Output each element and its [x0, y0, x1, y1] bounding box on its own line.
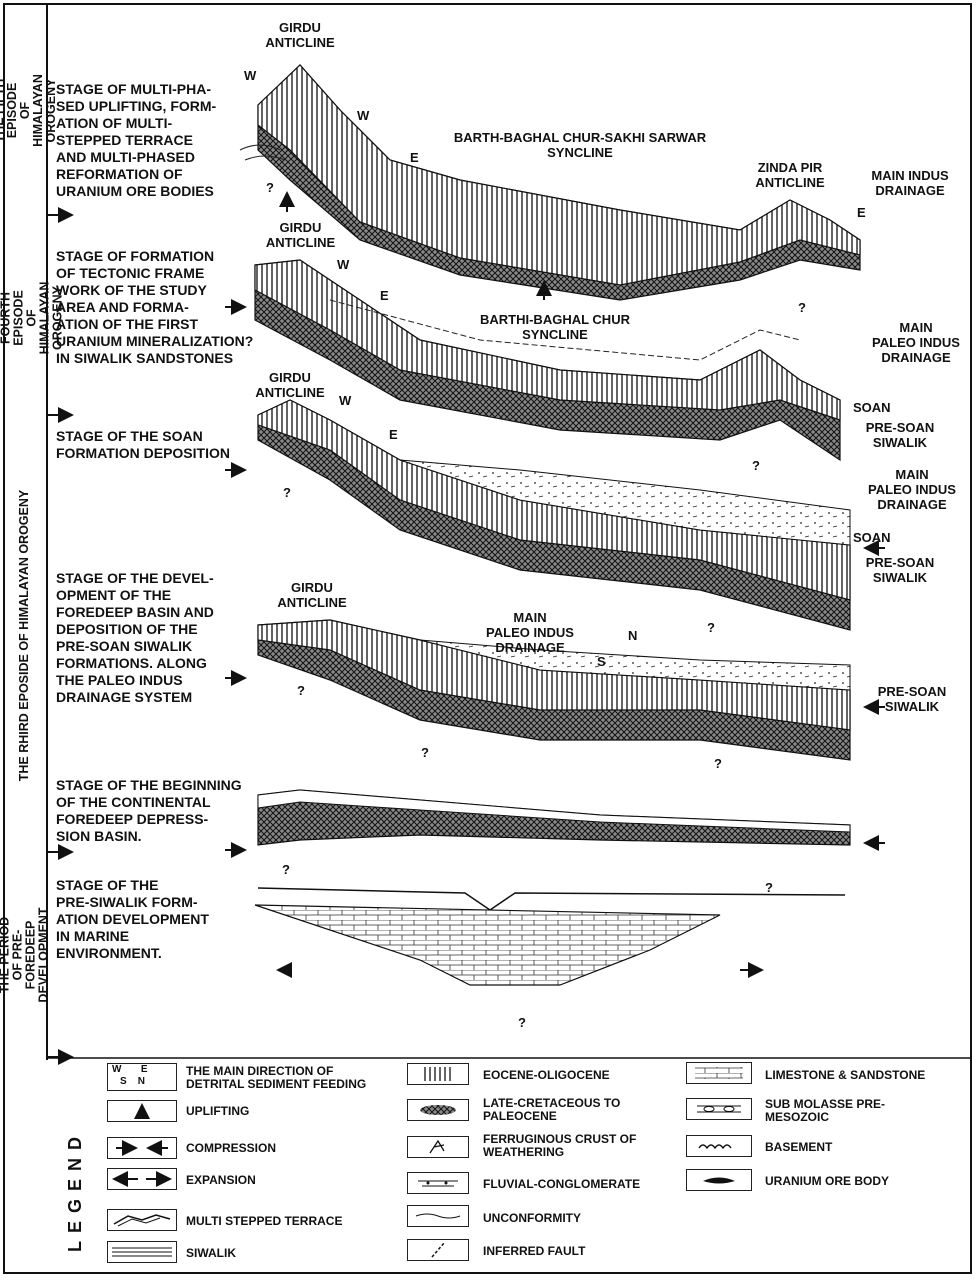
label-main-paleo-indus-3: MAIN PALEO INDUS DRAINAGE: [470, 610, 590, 655]
legend-label: COMPRESSION: [186, 1142, 276, 1155]
compression-arrows-icon: [108, 1138, 176, 1158]
label-e: E: [389, 427, 398, 442]
label-w: W: [357, 108, 369, 123]
legend-symbol-eocene: [407, 1063, 469, 1085]
legend-symbol-siwalik: [107, 1241, 177, 1263]
legend-label: LIMESTONE & SANDSTONE: [765, 1069, 925, 1082]
label-girdu-anticline-2: GIRDU ANTICLINE: [253, 220, 348, 250]
label-w: W: [337, 257, 349, 272]
label-main-indus: MAIN INDUS DRAINAGE: [855, 168, 965, 198]
legend-label: UPLIFTING: [186, 1105, 249, 1118]
legend-label: LATE-CRETACEOUS TO PALEOCENE: [483, 1097, 620, 1123]
inferred-fault-icon: [408, 1240, 468, 1260]
label-girdu-anticline-1: GIRDU ANTICLINE: [255, 20, 345, 50]
question-mark: ?: [421, 745, 429, 760]
stage-description-5: STAGE OF THE BEGINNING OF THE CONTINENTA…: [56, 777, 296, 845]
stage-description-2: STAGE OF FORMATION OF TECTONIC FRAME WOR…: [56, 248, 296, 367]
question-mark: ?: [297, 683, 305, 698]
ferruginous-crust-icon: [408, 1137, 468, 1157]
legend-symbol-unconformity: [407, 1205, 469, 1227]
legend-label: FLUVIAL-CONGLOMERATE: [483, 1178, 640, 1191]
late-cretaceous-icon: [408, 1100, 468, 1120]
legend-symbol-late-cretaceous: [407, 1099, 469, 1121]
legend-title: LEGEND: [55, 1120, 95, 1260]
question-mark: ?: [752, 458, 760, 473]
label-zinda-pir: ZINDA PIR ANTICLINE: [740, 160, 840, 190]
question-mark: ?: [283, 485, 291, 500]
legend-symbol-ferruginous: [407, 1136, 469, 1158]
label-main-paleo-indus-2: MAIN PALEO INDUS DRAINAGE: [852, 467, 972, 512]
label-syncline-1: BARTH-BAGHAL CHUR-SAKHI SARWAR SYNCLINE: [430, 130, 730, 160]
label-pre-soan-siwalik-2: PRE-SOAN SIWALIK: [850, 555, 950, 585]
direction-symbol-we: W E: [112, 1064, 176, 1076]
legend-symbol-basement: [686, 1135, 752, 1157]
label-w: W: [244, 68, 256, 83]
legend-symbol-terrace: [107, 1209, 177, 1231]
legend-label: INFERRED FAULT: [483, 1245, 585, 1258]
basement-icon: [687, 1136, 751, 1156]
question-mark: ?: [518, 1015, 526, 1030]
label-girdu-anticline-4: GIRDU ANTICLINE: [262, 580, 362, 610]
label-e: E: [857, 205, 866, 220]
label-syncline-2: BARTHI-BAGHAL CHUR SYNCLINE: [450, 312, 660, 342]
legend-symbol-direction: W E S N: [107, 1063, 177, 1091]
legend-label: EXPANSION: [186, 1174, 256, 1187]
uranium-ore-icon: [687, 1170, 751, 1190]
question-mark: ?: [707, 620, 715, 635]
legend-label: MULTI STEPPED TERRACE: [186, 1215, 342, 1228]
eocene-hatch-icon: [408, 1064, 468, 1084]
fluvial-conglomerate-icon: [408, 1173, 468, 1193]
legend-symbol-sub-molasse: [686, 1098, 752, 1120]
label-e: E: [380, 288, 389, 303]
label-w: W: [339, 393, 351, 408]
legend-symbol-uplifting: [107, 1100, 177, 1122]
question-mark: ?: [798, 300, 806, 315]
label-pre-soan-siwalik-1: PRE-SOAN SIWALIK: [850, 420, 950, 450]
label-n: N: [628, 628, 637, 643]
label-girdu-anticline-3: GIRDU ANTICLINE: [240, 370, 340, 400]
stage-description-4: STAGE OF THE DEVEL- OPMENT OF THE FOREDE…: [56, 570, 256, 706]
question-mark: ?: [714, 756, 722, 771]
stage-description-3: STAGE OF THE SOAN FORMATION DEPOSITION: [56, 428, 271, 462]
legend-symbol-expansion: [107, 1168, 177, 1190]
terrace-icon: [108, 1210, 176, 1230]
stage-description-6: STAGE OF THE PRE-SIWALIK FORM- ATION DEV…: [56, 877, 256, 962]
legend-symbol-limestone: [686, 1062, 752, 1084]
direction-symbol-sn: S N: [112, 1076, 176, 1088]
label-soan: SOAN: [853, 400, 891, 415]
label-pre-soan-siwalik-3: PRE-SOAN SIWALIK: [862, 684, 962, 714]
question-mark: ?: [266, 180, 274, 195]
unconformity-line-icon: [408, 1206, 468, 1226]
section-continental-basin: [258, 790, 850, 845]
expansion-arrows-icon: [108, 1169, 176, 1189]
legend-label: URANIUM ORE BODY: [765, 1175, 889, 1188]
legend-label: UNCONFORMITY: [483, 1212, 581, 1225]
legend-label: SUB MOLASSE PRE- MESOZOIC: [765, 1098, 885, 1124]
sub-molasse-icon: [687, 1099, 751, 1119]
label-soan: SOAN: [853, 530, 891, 545]
legend-label: THE MAIN DIRECTION OF DETRITAL SEDIMENT …: [186, 1065, 366, 1091]
legend-label: FERRUGINOUS CRUST OF WEATHERING: [483, 1133, 636, 1159]
uplift-arrow-icon: [108, 1101, 176, 1121]
legend-label: BASEMENT: [765, 1141, 832, 1154]
legend-label: SIWALIK: [186, 1247, 236, 1260]
legend-symbol-uranium: [686, 1169, 752, 1191]
label-main-paleo-indus-1: MAIN PALEO INDUS DRAINAGE: [856, 320, 976, 365]
limestone-sandstone-icon: [687, 1063, 751, 1083]
label-s: S: [597, 654, 606, 669]
stage-description-1: STAGE OF MULTI-PHA- SED UPLIFTING, FORM-…: [56, 81, 246, 200]
label-e: E: [410, 150, 419, 165]
siwalik-lines-icon: [108, 1242, 176, 1262]
legend-symbol-fluvial: [407, 1172, 469, 1194]
legend-label: EOCENE-OLIGOCENE: [483, 1069, 610, 1082]
question-mark: ?: [765, 880, 773, 895]
legend-symbol-compression: [107, 1137, 177, 1159]
question-mark: ?: [282, 862, 290, 877]
legend-symbol-fault: [407, 1239, 469, 1261]
